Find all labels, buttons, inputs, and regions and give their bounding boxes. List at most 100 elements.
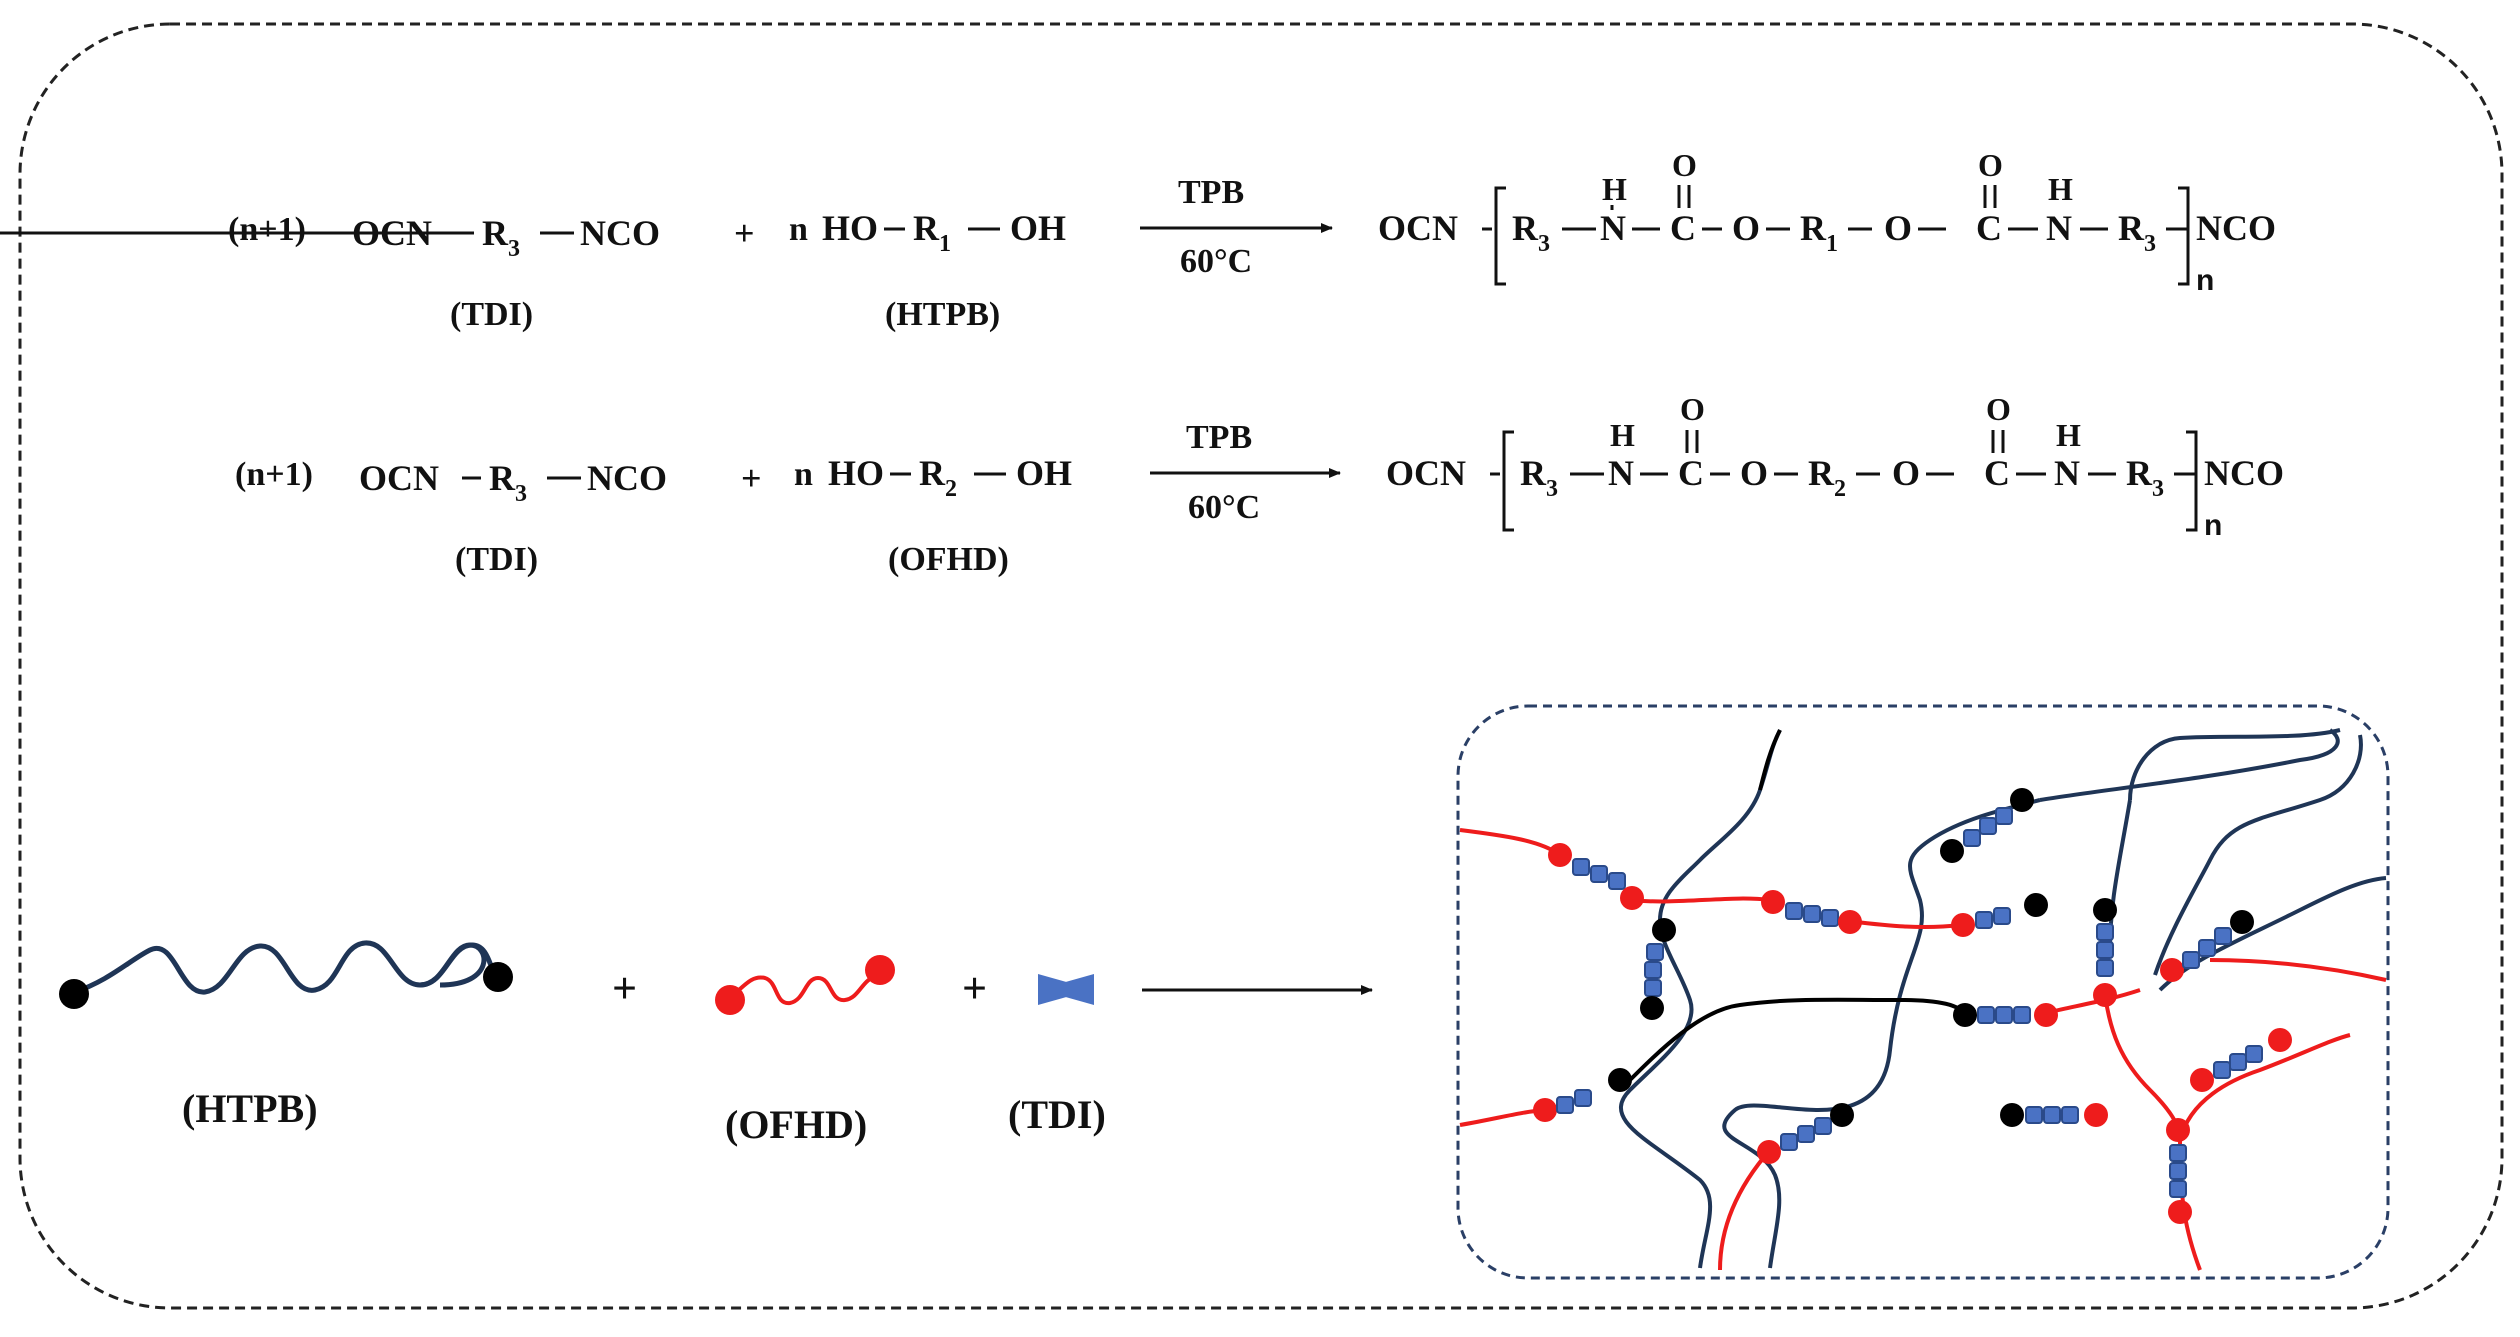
network-nodes xyxy=(1533,788,2292,1224)
tdi-unit-icon xyxy=(1644,961,1662,979)
product-2-h-left: H xyxy=(1610,417,1635,453)
tdi-unit-icon xyxy=(1975,911,1993,929)
reaction-1-htpb-left: HO xyxy=(822,208,878,248)
reaction-1: (n+1) OCN R 3 NCO (TDI) + n HO R 1 OH (H… xyxy=(0,147,2276,333)
reaction-1-coefficient: (n+1) xyxy=(228,211,306,248)
tdi-unit-icon xyxy=(1803,905,1821,923)
tdi-unit-icon xyxy=(1995,1006,2013,1024)
product-1-o-double-left: O xyxy=(1672,147,1697,183)
tdi-unit-icon xyxy=(2245,1045,2263,1063)
product-2-o-double-left: O xyxy=(1680,391,1705,427)
reaction-2-ofhd-left: HO xyxy=(828,453,884,493)
ofhd-node-icon xyxy=(2190,1068,2214,1092)
product-1-o-double-right: O xyxy=(1978,147,2003,183)
reaction-2-tdi-r: R xyxy=(489,458,516,498)
product-2-r2: R xyxy=(1808,453,1835,493)
reaction-2: (n+1) OCN R 3 NCO (TDI) + n HO R 2 OH (O… xyxy=(235,391,2284,578)
htpb-node-icon xyxy=(1608,1068,1632,1092)
tdi-unit-icon xyxy=(1590,865,1608,883)
reaction-2-tdi-left: OCN xyxy=(359,458,439,498)
product-1-c-left: C xyxy=(1670,208,1696,248)
ofhd-node-icon xyxy=(1757,1140,1781,1164)
tdi-unit-icon xyxy=(2096,923,2114,941)
product-1-r3-left-sub: 3 xyxy=(1538,231,1550,257)
product-2-h-right: H xyxy=(2056,417,2081,453)
tdi-unit-icon xyxy=(1993,907,2011,925)
product-2-o-right: O xyxy=(1892,453,1920,493)
product-2-repeat: n xyxy=(2204,509,2222,542)
reaction-1-product: OCN R 3 H N O C O R 1 O O C xyxy=(1378,147,2276,297)
htpb-label: (HTPB) xyxy=(182,1086,318,1131)
tdi-unit-icon xyxy=(1995,807,2013,825)
bracket-left xyxy=(1502,430,1514,532)
reaction-2-plus: + xyxy=(741,458,762,498)
tdi-unit-icon xyxy=(2061,1106,2079,1124)
reaction-1-plus: + xyxy=(734,213,755,253)
tdi-unit-icon xyxy=(2043,1106,2061,1124)
product-1-r3-right: R xyxy=(2118,208,2145,248)
reaction-2-tdi-right: NCO xyxy=(587,458,667,498)
product-1-repeat: n xyxy=(2196,264,2214,297)
product-1-n-left: N xyxy=(1600,208,1626,248)
htpb-black-chain xyxy=(1758,729,1782,791)
outer-dashed-border xyxy=(18,22,2504,1310)
htpb-end-group-icon xyxy=(59,979,89,1009)
reaction-2-ofhd-r-sub: 2 xyxy=(945,476,957,502)
tdi-unit-icon xyxy=(2169,1144,2187,1162)
tdi-unit-icon xyxy=(2169,1180,2187,1198)
plus-sign-1: + xyxy=(612,964,637,1013)
tdi-unit-icon xyxy=(2025,1106,2043,1124)
htpb-network-chain xyxy=(1722,798,2041,1269)
htpb-network-chain xyxy=(2039,728,2340,802)
bracket-left xyxy=(1494,186,1506,286)
product-1-r1: R xyxy=(1800,208,1827,248)
ofhd-end-group-icon xyxy=(865,955,895,985)
ofhd-chain-icon xyxy=(728,974,879,1006)
tdi-unit-icon xyxy=(1038,974,1070,1005)
product-1-r1-sub: 1 xyxy=(1826,231,1838,257)
product-2-r3-left: R xyxy=(1520,453,1547,493)
reaction-1-temperature: 60°C xyxy=(1180,243,1252,280)
bracket-right xyxy=(2178,186,2190,286)
ofhd-node-icon xyxy=(2160,958,2184,982)
tdi-unit-icon xyxy=(2013,1006,2031,1024)
reaction-2-ofhd-right: OH xyxy=(1016,453,1072,493)
reaction-1-htpb-right: OH xyxy=(1010,208,1066,248)
reaction-2-ofhd-name: (OFHD) xyxy=(888,541,1009,578)
reaction-1-tdi-r-sub: 3 xyxy=(508,236,520,262)
htpb-node-icon xyxy=(1652,918,1676,942)
reaction-1-htpb-r: R xyxy=(913,208,940,248)
reaction-2-temperature: 60°C xyxy=(1188,489,1260,526)
htpb-end-group-icon xyxy=(483,962,513,992)
htpb-node-icon xyxy=(1953,1003,1977,1027)
crosslinked-network xyxy=(1456,704,2390,1280)
htpb-network-chain xyxy=(2128,728,2341,801)
htpb-node-icon xyxy=(2230,910,2254,934)
tdi-unit-icon xyxy=(2169,1162,2187,1180)
tdi-unit-icon xyxy=(2229,1053,2247,1071)
ofhd-node-icon xyxy=(1951,913,1975,937)
ofhd-network-chain xyxy=(1459,1108,1546,1127)
reaction-2-coefficient: (n+1) xyxy=(235,456,313,493)
ofhd-network-chain xyxy=(2178,1033,2351,1141)
product-2-r3-right-sub: 3 xyxy=(2152,476,2164,502)
tdi-unit-icon xyxy=(1821,909,1839,927)
htpb-network-chain xyxy=(1619,729,1782,1269)
htpb-network-chain xyxy=(2153,734,2363,976)
tdi-unit-icon xyxy=(1062,974,1094,1005)
product-2-o-double-right: O xyxy=(1986,391,2011,427)
reaction-2-catalyst: TPB xyxy=(1186,419,1252,456)
product-1-n-right: N xyxy=(2046,208,2072,248)
plus-sign-2: + xyxy=(962,964,987,1013)
product-1-right: NCO xyxy=(2196,208,2276,248)
reaction-1-htpb-r-sub: 1 xyxy=(939,231,951,257)
product-1-r3-right-sub: 3 xyxy=(2144,231,2156,257)
tdi-unit-icon xyxy=(1979,817,1997,835)
reaction-1-htpb-name: (HTPB) xyxy=(885,296,1000,333)
tdi-unit-icon xyxy=(1646,943,1664,961)
tdi-unit-icon xyxy=(1644,979,1662,997)
htpb-node-icon xyxy=(2010,788,2034,812)
tdi-unit-icon xyxy=(2096,941,2114,959)
htpb-node-icon xyxy=(1830,1103,1854,1127)
